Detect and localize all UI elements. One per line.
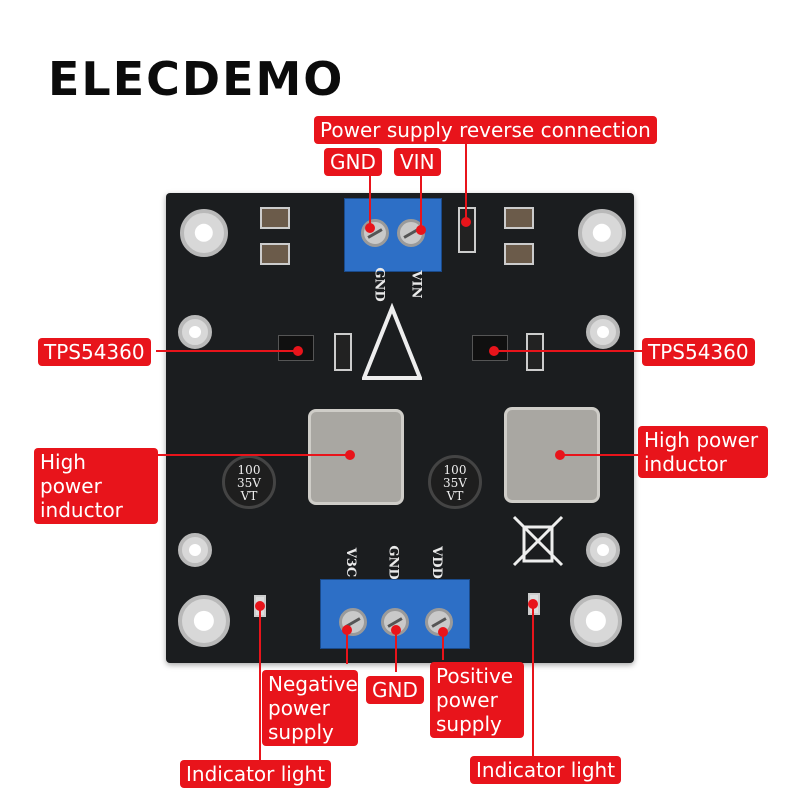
mount-hole-bl xyxy=(178,595,230,647)
callout-indicator-right: Indicator light xyxy=(470,756,622,784)
callout-indicator-left: Indicator light xyxy=(180,760,332,788)
electrolytic-cap-right: 100 35V VT xyxy=(428,455,482,509)
callout-reverse-connection: Power supply reverse connection xyxy=(314,116,657,144)
input-terminal-block xyxy=(344,198,442,272)
mount-hole-tl xyxy=(180,209,228,257)
brand-title: ELECDEMO xyxy=(48,52,345,106)
output-terminal-block xyxy=(320,579,470,649)
cap-voltage-left: 35V xyxy=(237,476,261,490)
cap-series-right: VT xyxy=(446,489,464,503)
smd-cap-2 xyxy=(260,243,290,265)
cap-value-right: 100 xyxy=(443,463,467,477)
callout-tps54360-right: TPS54360 xyxy=(642,338,755,366)
callout-inductor-right: High power inductor xyxy=(638,426,768,478)
mount-hole-ml xyxy=(178,315,212,349)
weee-bin-icon xyxy=(512,515,564,567)
inductor-left xyxy=(308,409,404,505)
diode-left xyxy=(334,333,352,371)
electrolytic-cap-left: 100 35V VT xyxy=(222,455,276,509)
gnd-screw xyxy=(361,219,389,247)
mount-hole-lr xyxy=(586,533,620,567)
mount-hole-mr xyxy=(586,315,620,349)
smd-cap-3 xyxy=(504,207,534,229)
smd-cap-4 xyxy=(504,243,534,265)
callout-gnd-bottom: GND xyxy=(366,676,424,704)
smd-cap-1 xyxy=(260,207,290,229)
cap-value-left: 100 xyxy=(237,463,261,477)
callout-positive-supply: Positive power supply xyxy=(430,662,524,738)
mount-hole-tr xyxy=(578,209,626,257)
callout-inductor-left: High power inductor xyxy=(34,448,158,524)
callout-vin: VIN xyxy=(394,148,441,176)
callout-tps54360-left: TPS54360 xyxy=(38,338,151,366)
warning-logo-icon xyxy=(362,303,422,380)
callout-gnd-top: GND xyxy=(324,148,382,176)
mount-hole-br xyxy=(570,595,622,647)
cap-voltage-right: 35V xyxy=(443,476,467,490)
callout-negative-supply: Negative power supply xyxy=(262,670,358,746)
cap-series-left: VT xyxy=(240,489,258,503)
mount-hole-ll xyxy=(178,533,212,567)
